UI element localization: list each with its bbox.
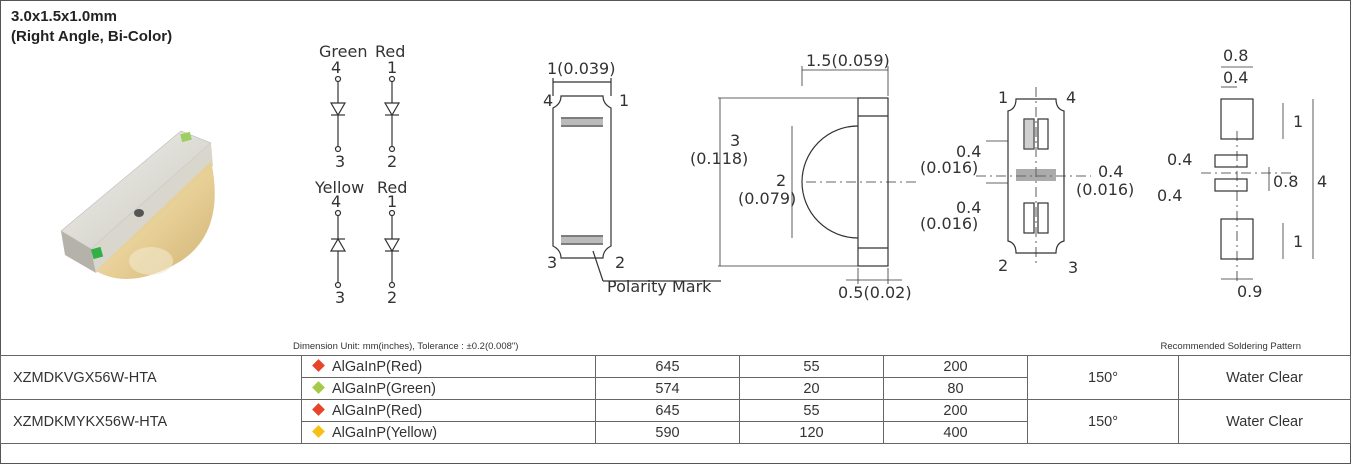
front-pin-3: 3 (547, 253, 557, 272)
led-product-photo (60, 130, 215, 279)
bottom-pin-1: 1 (998, 88, 1008, 107)
diode-symbol-3 (329, 209, 347, 289)
part-number: XZMDKMYKX56W-HTA (0, 399, 302, 444)
table-row: XZMDKMYKX56W-HTA AlGaInP(Red) 645 55 200… (0, 399, 1351, 444)
package-type: (Right Angle, Bi-Color) (11, 28, 173, 45)
package-size: 3.0x1.5x1.0mm (11, 8, 117, 25)
schem-br-pin-bottom: 2 (387, 288, 397, 307)
wavelength-cell: 645 (595, 399, 740, 422)
side-view-drawing: 1.5(0.059) 3 (0.118) 2 (0.079) 0.5(0.02) (690, 51, 916, 302)
solder-side-a: 0.4 (1167, 150, 1192, 169)
side-lens-value: 2 (776, 171, 786, 190)
red-diamond-icon (312, 358, 325, 372)
schem-tr-pin-top: 1 (387, 58, 397, 77)
solder-top-width: 0.8 (1223, 46, 1248, 65)
solder-bottom-width: 0.9 (1237, 282, 1262, 301)
bottom-dim-a-inch: (0.016) (920, 158, 978, 177)
yellow-diamond-icon (312, 424, 325, 438)
side-height-inch: (0.118) (690, 149, 748, 168)
solder-pad-height-top: 1 (1293, 112, 1303, 131)
drawing-area: 3.0x1.5x1.0mm (Right Angle, Bi-Color) Gr… (1, 1, 1349, 353)
soldering-pattern-note: Recommended Soldering Pattern (1160, 341, 1301, 352)
bottom-dim-b-inch: (0.016) (1076, 180, 1134, 199)
dimension-unit-note: Dimension Unit: mm(inches), Tolerance : … (293, 341, 519, 352)
bottom-pin-3: 3 (1068, 258, 1078, 277)
chip-cell: AlGaInP(Red) (301, 399, 596, 422)
value-cell-2: 80 (883, 377, 1028, 400)
side-width-label: 1.5(0.059) (806, 51, 890, 70)
polarity-mark-label: Polarity Mark (607, 277, 712, 296)
wavelength-cell: 590 (595, 421, 740, 444)
schem-tr-color: Red (375, 42, 405, 61)
side-lens-inch: (0.079) (738, 189, 796, 208)
solder-top-inner: 0.4 (1223, 68, 1248, 87)
schem-tr-pin-bottom: 2 (387, 152, 397, 171)
schem-br-pin-top: 1 (387, 192, 397, 211)
viewing-angle: 150° (1027, 399, 1179, 444)
solder-total-height: 4 (1317, 172, 1327, 191)
table-row: AlGaInP(Yellow) 590 120 400 (1, 421, 1351, 444)
schem-br-color: Red (377, 178, 407, 197)
value-cell-2: 200 (883, 355, 1028, 378)
front-width-label: 1(0.039) (547, 59, 615, 78)
schem-tl-color: Green (319, 42, 367, 61)
solder-side-b: 0.4 (1157, 186, 1182, 205)
front-view-drawing: 1(0.039) 4 1 3 2 Polarity Mark (543, 59, 721, 296)
bottom-pin-4: 4 (1066, 88, 1076, 107)
circuit-schematic: Green Red 4 1 3 2 Yellow Red 4 1 3 2 (314, 42, 407, 307)
chip-name: AlGaInP(Green) (332, 380, 436, 397)
solder-mid-height: 0.8 (1273, 172, 1298, 191)
lens-color: Water Clear (1178, 399, 1351, 444)
chip-cell: AlGaInP(Red) (301, 355, 596, 378)
bottom-view-drawing: 1 4 2 3 0.4 (0.016) 0.4 (0.016) 0.4 (0.0… (920, 87, 1134, 277)
value-cell-1: 55 (739, 399, 884, 422)
value-cell-1: 120 (739, 421, 884, 444)
schem-tl-pin-top: 4 (331, 58, 341, 77)
front-pin-1: 1 (619, 91, 629, 110)
diode-symbol-2 (383, 75, 401, 153)
value-cell-2: 200 (883, 399, 1028, 422)
bottom-dim-b-value: 0.4 (1098, 162, 1123, 181)
bottom-dim-a-value: 0.4 (956, 142, 981, 161)
table-row: XZMDKVGX56W-HTA AlGaInP(Red) 645 55 200 … (0, 355, 1351, 400)
solder-pattern-drawing: 0.8 0.4 1 0.4 0.8 4 0.4 1 0.9 (1157, 46, 1327, 301)
side-base-label: 0.5(0.02) (838, 283, 912, 302)
red-diamond-icon (312, 402, 325, 416)
front-pin-2: 2 (615, 253, 625, 272)
solder-pad-height-bottom: 1 (1293, 232, 1303, 251)
schem-tl-pin-bottom: 3 (335, 152, 345, 171)
part-number: XZMDKVGX56W-HTA (0, 355, 302, 400)
value-cell-1: 20 (739, 377, 884, 400)
green-diamond-icon (312, 380, 325, 394)
bottom-pin-2: 2 (998, 256, 1008, 275)
schem-bl-color: Yellow (314, 178, 364, 197)
diode-symbol-1 (329, 75, 347, 153)
diode-symbol-4 (383, 209, 401, 289)
wavelength-cell: 574 (595, 377, 740, 400)
value-cell-2: 400 (883, 421, 1028, 444)
chip-cell: AlGaInP(Yellow) (301, 421, 596, 444)
bottom-dim-c-value: 0.4 (956, 198, 981, 217)
viewing-angle: 150° (1027, 355, 1179, 400)
chip-name: AlGaInP(Red) (332, 358, 423, 375)
wavelength-cell: 645 (595, 355, 740, 378)
spec-table: XZMDKVGX56W-HTA AlGaInP(Red) 645 55 200 … (0, 355, 1351, 444)
chip-name: AlGaInP(Yellow) (332, 424, 438, 441)
package-title: 3.0x1.5x1.0mm (Right Angle, Bi-Color) (11, 7, 172, 47)
chip-name: AlGaInP(Red) (332, 402, 423, 419)
value-cell-1: 55 (739, 355, 884, 378)
bottom-dim-c-inch: (0.016) (920, 214, 978, 233)
lens-color: Water Clear (1178, 355, 1351, 400)
table-row: AlGaInP(Green) 574 20 80 (1, 377, 1351, 400)
front-pin-4: 4 (543, 91, 553, 110)
side-height-value: 3 (730, 131, 740, 150)
schem-bl-pin-bottom: 3 (335, 288, 345, 307)
schem-bl-pin-top: 4 (331, 192, 341, 211)
chip-cell: AlGaInP(Green) (301, 377, 596, 400)
